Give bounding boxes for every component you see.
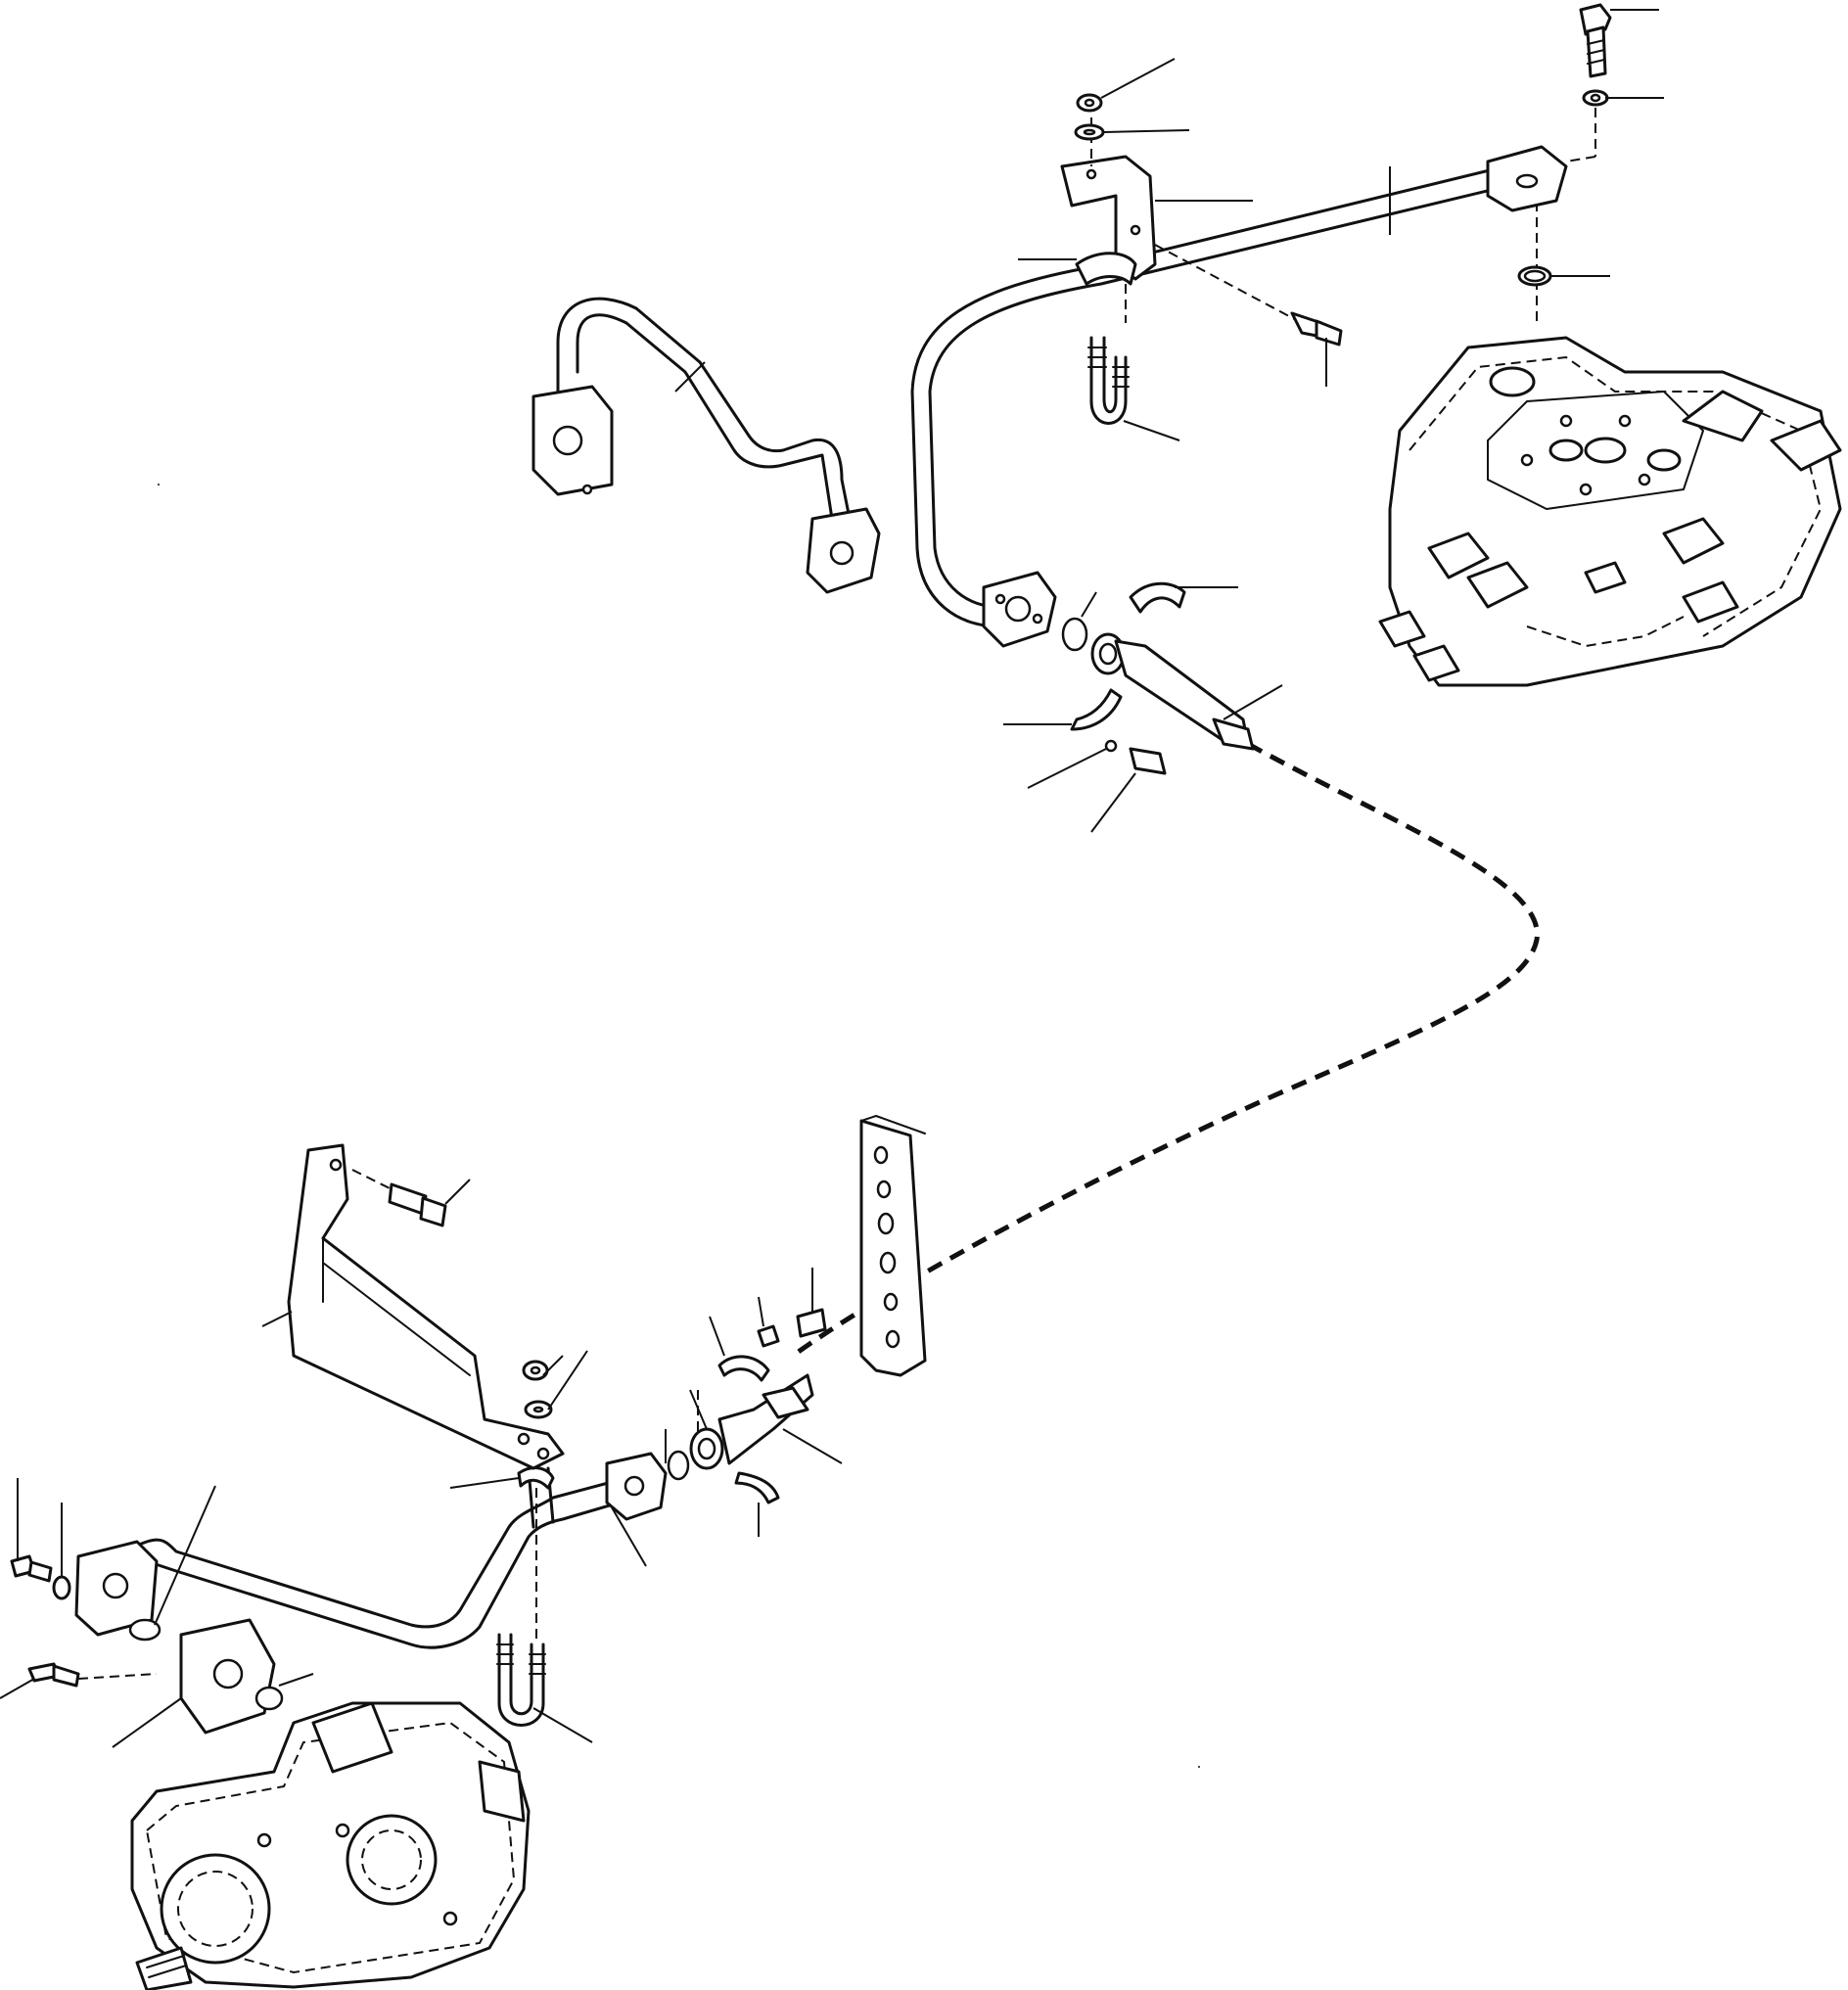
mounting-plate <box>859 1115 927 1377</box>
upper-hose-fitting <box>1061 581 1255 775</box>
leader-lines <box>0 9 1664 1748</box>
lower-u-bolt <box>496 1488 546 1727</box>
hydraulic-pump <box>130 1701 531 1990</box>
bracket-side-bolt <box>1290 311 1343 347</box>
detached-pipe <box>531 297 881 594</box>
upper-u-bolt <box>1087 336 1130 425</box>
support-nut-stack <box>522 1360 553 1419</box>
pump-side-hardware <box>10 1554 284 1735</box>
lower-hose-fitting <box>667 1308 827 1504</box>
hose <box>791 741 1540 1359</box>
upper-pipe <box>910 145 1568 648</box>
valve-flange-bolt <box>1517 3 1612 287</box>
support-bracket <box>287 1143 565 1470</box>
lower-pipe <box>74 1452 668 1649</box>
bracket-nut-stack <box>1074 93 1105 141</box>
support-bracket-bolt <box>351 1169 447 1227</box>
control-valve <box>1378 336 1842 687</box>
scan-speck <box>1198 1766 1200 1768</box>
pipe-clamp-bracket <box>1060 117 1303 324</box>
scan-speck <box>158 484 160 486</box>
